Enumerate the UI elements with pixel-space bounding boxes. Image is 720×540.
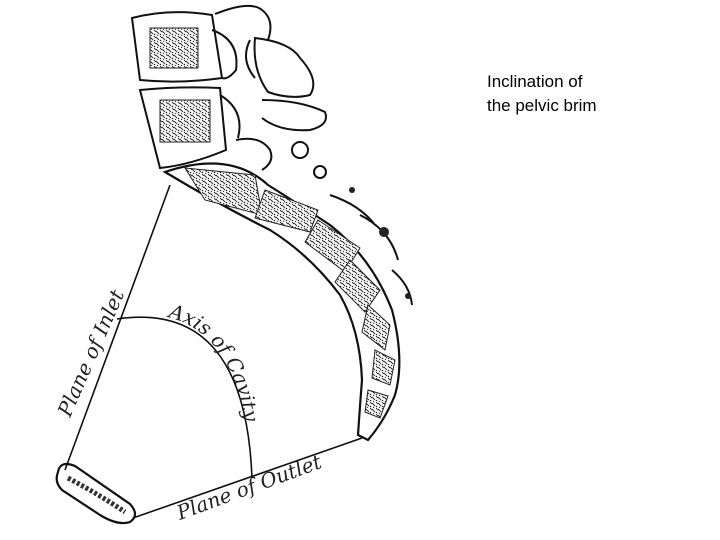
caption-line-1: Inclination of	[487, 72, 583, 91]
vertebral-processes	[214, 4, 327, 179]
lumbar-vertebra-lower	[138, 86, 241, 170]
caption-line-2: the pelvic brim	[487, 96, 597, 115]
plane-of-outlet-line	[132, 437, 363, 519]
lumbar-vertebra-upper	[130, 11, 238, 83]
axis-of-cavity-label: Axis of Cavity	[164, 298, 263, 424]
plane-of-inlet-line	[64, 184, 171, 471]
sacrum	[162, 162, 413, 442]
pubic-symphysis	[55, 462, 137, 525]
plane-of-outlet-label: Plane of Outlet	[172, 449, 325, 525]
axis-of-cavity-curve	[116, 316, 253, 479]
diagram-caption: Inclination of the pelvic brim	[487, 70, 707, 118]
